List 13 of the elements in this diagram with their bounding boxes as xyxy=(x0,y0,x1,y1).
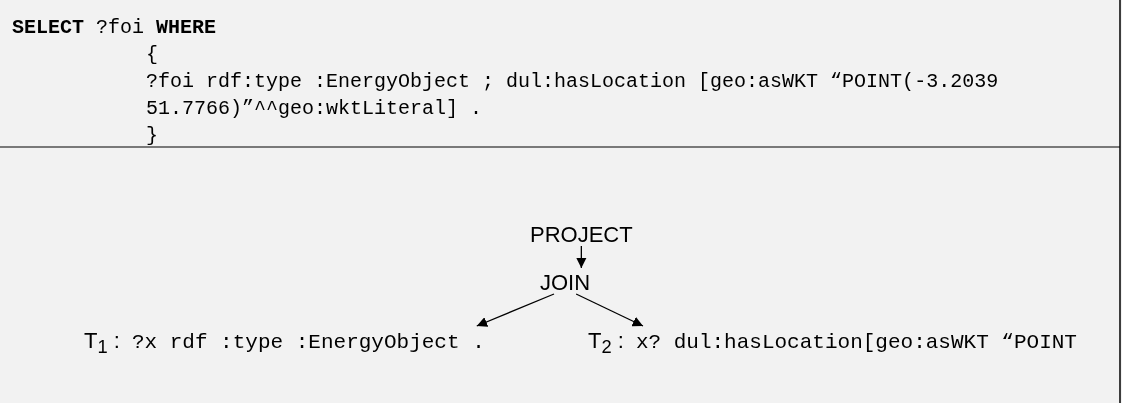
query-text: ?foi rdf:type :EnergyObject ; dul:hasLocation [geo:asWKT “POINT(-3.2039 51.7766)”^^geo:wktLiteral] . xyxy=(146,69,1000,122)
query-text: } xyxy=(146,123,158,149)
arrow xyxy=(576,245,587,269)
pattern-name: T$_{2}$ : xyxy=(588,328,624,359)
operator-label: PROJECT xyxy=(530,222,633,248)
pattern-name: T$_{1}$ : xyxy=(84,328,120,359)
query-text: { xyxy=(146,42,158,68)
query-text: SELECT ?foi WHERE xyxy=(12,15,217,41)
arrow xyxy=(575,293,644,327)
arrow xyxy=(476,293,555,327)
pattern-text: ?x rdf :type :EnergyObject . xyxy=(131,331,485,354)
operator-label: JOIN xyxy=(540,270,591,296)
pattern-text: x? dul:hasLocation[geo:asWKT “POINT xyxy=(635,331,1077,354)
